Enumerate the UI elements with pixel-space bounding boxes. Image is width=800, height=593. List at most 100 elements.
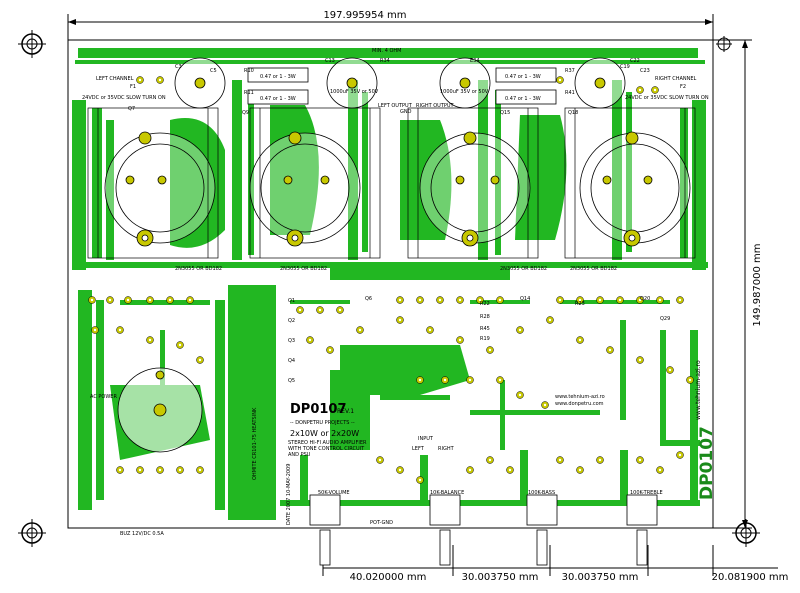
buz-label: BUZ 12V/DC 0.5A bbox=[120, 531, 164, 537]
transistor-footprints bbox=[104, 131, 691, 247]
component-ref-r45: R45 bbox=[480, 326, 490, 332]
component-ref-q6: Q6 bbox=[365, 296, 372, 302]
pad-hole bbox=[478, 298, 482, 302]
pad-hole bbox=[548, 318, 552, 322]
component-ref-q14: Q14 bbox=[520, 296, 530, 302]
pad-hole bbox=[126, 298, 130, 302]
component-ref-q18: Q18 bbox=[568, 110, 578, 116]
volume-label: 50K-VOLUME bbox=[318, 490, 350, 496]
res-note-2: 0.47 or 1 - 3W bbox=[260, 96, 296, 102]
pad-hole bbox=[198, 468, 202, 472]
component-ref-q5: Q5 bbox=[288, 378, 295, 384]
bottom-dimension-1: 40.020000 mm bbox=[350, 572, 427, 583]
mount-hole-bottom-right bbox=[732, 519, 760, 547]
pad-hole bbox=[518, 393, 522, 397]
component-ref-f2: F2 bbox=[680, 84, 686, 90]
pad-hole bbox=[638, 358, 642, 362]
pad-hole bbox=[488, 458, 492, 462]
top-capacitors bbox=[174, 57, 626, 109]
component-ref-c19: C19 bbox=[620, 64, 630, 70]
input-left-label: LEFT bbox=[412, 446, 425, 452]
pad-hole bbox=[398, 298, 402, 302]
pad-hole bbox=[678, 298, 682, 302]
component-ref-r19: R19 bbox=[480, 336, 490, 342]
pad-hole bbox=[378, 458, 382, 462]
component-ref-c13: C13 bbox=[325, 58, 335, 64]
pad-hole bbox=[90, 298, 94, 302]
res-note-4: 0.47 or 1 - 3W bbox=[505, 96, 541, 102]
pad-hole bbox=[608, 348, 612, 352]
transistor-q15 bbox=[419, 131, 531, 247]
input-label: INPUT bbox=[418, 436, 434, 442]
pad-hole bbox=[168, 298, 172, 302]
board-desc-4: AND PSU bbox=[288, 452, 311, 458]
pad-hole bbox=[658, 298, 662, 302]
copper-top-bus bbox=[78, 48, 698, 58]
component-ref-q2: Q2 bbox=[288, 318, 295, 324]
pot-gnd-label: POT-GND bbox=[370, 520, 393, 526]
pad-hole bbox=[358, 328, 362, 332]
component-pads bbox=[88, 76, 694, 484]
pad-hole bbox=[418, 378, 422, 382]
pad-hole bbox=[118, 468, 122, 472]
component-ref-e34: E34 bbox=[470, 58, 480, 64]
pad-hole bbox=[578, 338, 582, 342]
res-note-1: 0.47 or 1 - 3W bbox=[260, 74, 296, 80]
cap-note-2: 1000uF 35V or 50V bbox=[440, 89, 489, 95]
pad-hole bbox=[148, 338, 152, 342]
transistor-note-1: 2N3055 OR BD182 bbox=[175, 266, 222, 272]
pad-hole bbox=[498, 378, 502, 382]
component-ref-r34: R34 bbox=[380, 58, 390, 64]
pad-hole bbox=[188, 298, 192, 302]
pad-hole bbox=[398, 468, 402, 472]
pad-hole bbox=[518, 328, 522, 332]
bottom-dimension-3: 30.003750 mm bbox=[562, 572, 639, 583]
transistor-q18 bbox=[579, 131, 691, 247]
component-ref-r22: R22 bbox=[480, 301, 490, 307]
component-ref-q3: Q3 bbox=[288, 338, 295, 344]
transistor-note-2: 2N3055 OR BD182 bbox=[280, 266, 327, 272]
pad-hole bbox=[138, 78, 142, 82]
top-dimension-text: 197.995954 mm bbox=[323, 10, 406, 21]
copper-layer bbox=[72, 48, 708, 520]
pad-hole bbox=[543, 403, 547, 407]
pad-hole bbox=[578, 298, 582, 302]
bass-label: 100K-BASS bbox=[528, 490, 555, 496]
pad-hole bbox=[558, 458, 562, 462]
psu-capacitor bbox=[117, 367, 203, 453]
pad-hole bbox=[93, 328, 97, 332]
res-note-3: 0.47 or 1 - 3W bbox=[505, 74, 541, 80]
pad-hole bbox=[458, 298, 462, 302]
pad-hole bbox=[198, 358, 202, 362]
pad-hole bbox=[328, 348, 332, 352]
left-output-label: LEFT OUTPUT bbox=[378, 103, 413, 109]
component-ref-q1: Q1 bbox=[288, 298, 295, 304]
heatsink-label: OHMITE CR101-75 HEATSINK bbox=[252, 407, 258, 480]
pad-hole bbox=[158, 78, 162, 82]
right-dimension-text: 149.987000 mm bbox=[752, 243, 763, 326]
pad-hole bbox=[318, 308, 322, 312]
component-ref-q20: Q20 bbox=[640, 296, 650, 302]
pad-hole bbox=[438, 298, 442, 302]
component-ref-q9: Q9 bbox=[242, 110, 249, 116]
pad-hole bbox=[558, 298, 562, 302]
component-ref-c23: C23 bbox=[640, 68, 650, 74]
pad-hole bbox=[178, 468, 182, 472]
fuse-note-left: 24VDC or 35VDC SLOW TURN ON bbox=[82, 95, 166, 101]
power-resistors bbox=[247, 67, 557, 105]
gnd-label: GND bbox=[400, 109, 412, 115]
treble-label: 100K-TREBLE bbox=[630, 490, 663, 496]
pad-hole bbox=[443, 378, 447, 382]
input-right-label: RIGHT bbox=[438, 446, 455, 452]
transistor-q7 bbox=[104, 131, 216, 247]
bottom-dimension-2: 30.003750 mm bbox=[462, 572, 539, 583]
component-ref-r41: R41 bbox=[565, 90, 575, 96]
pad-hole bbox=[688, 378, 692, 382]
board-desc-1: 2x10W or 2x20W bbox=[290, 429, 359, 438]
bottom-dimension-4: 20.081900 mm bbox=[712, 572, 789, 583]
web-2: www.donpetru.com bbox=[555, 401, 604, 407]
web-1: www.tehnium-azi.ro bbox=[555, 394, 605, 400]
component-ref-c22: C22 bbox=[630, 58, 640, 64]
dimension-right: 149.987000 mm bbox=[713, 39, 763, 529]
